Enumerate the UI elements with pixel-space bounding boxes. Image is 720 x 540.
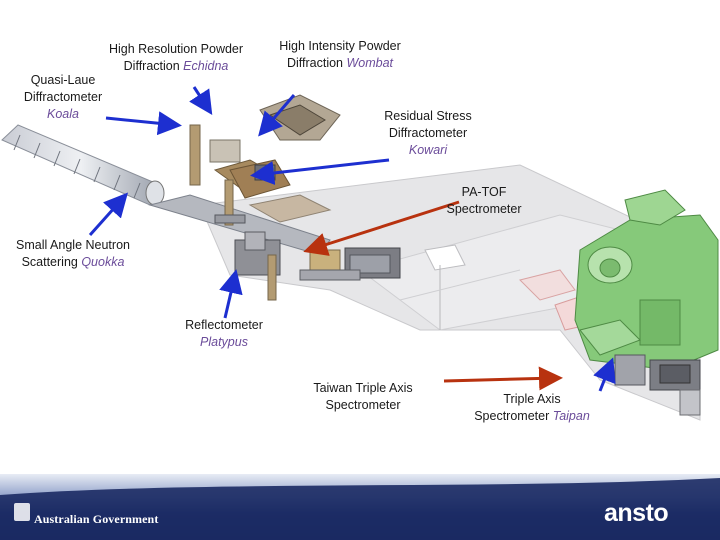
- kowari-arrow: [250, 158, 390, 185]
- ansto-logo: ansto: [604, 499, 669, 527]
- platypus-arrow: [219, 269, 243, 319]
- pointer-arrows: [88, 86, 616, 392]
- koala-arrow: [105, 111, 182, 136]
- coat-of-arms-icon: [14, 503, 30, 521]
- taipan-arrow: [593, 357, 616, 392]
- triple-axis-instruments: [614, 354, 701, 416]
- quokka-arrow: [88, 192, 129, 237]
- pelican-arrow: [303, 200, 460, 256]
- label-sika: Taiwan Triple Axis Spectrometer: [313, 381, 413, 412]
- secondary-guide: [148, 194, 332, 256]
- echidna-arrow: [189, 86, 213, 116]
- wombat-arrow: [258, 94, 296, 137]
- label-echidna: High Resolution Powder Diffraction Echid…: [108, 42, 244, 73]
- quokka-platypus-instruments: [214, 214, 401, 301]
- label-quokka: Small Angle Neutron Scattering Quokka: [16, 238, 130, 269]
- label-kowari: Residual Stress Diffractometer Kowari: [384, 109, 472, 157]
- neutron-guide: [1, 124, 165, 206]
- label-platypus: Reflectometer Platypus: [185, 318, 263, 349]
- sika-arrow: [443, 366, 563, 391]
- label-koala: Quasi-Laue Diffractometer Koala: [23, 73, 103, 121]
- label-taipan: Triple Axis Spectrometer Taipan: [474, 392, 590, 423]
- label-wombat: High Intensity Powder Diffraction Wombat: [279, 39, 401, 70]
- label-pelican: PA-TOF Spectrometer: [446, 185, 522, 216]
- reactor-building: [574, 189, 719, 371]
- australian-government-wordmark: Australian Government: [34, 512, 159, 526]
